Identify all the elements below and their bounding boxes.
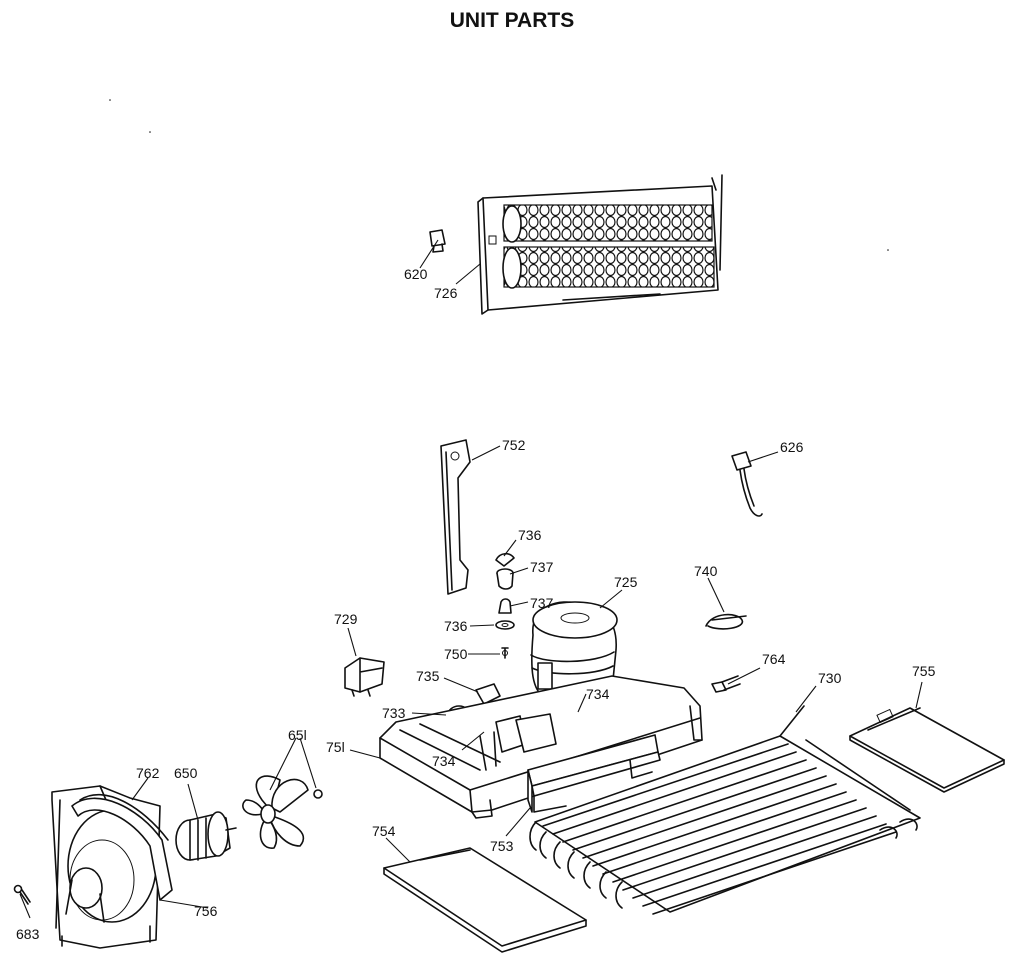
label-730: 730 (818, 670, 842, 686)
screw-683 (13, 884, 31, 905)
label-750: 750 (444, 646, 468, 662)
label-751: 75l (326, 739, 345, 755)
label-762: 762 (136, 765, 160, 781)
label-764: 764 (762, 651, 786, 667)
part-labels: 620 726 752 626 736 737 737 725 740 729 … (16, 266, 936, 942)
label-736-lower: 736 (444, 618, 468, 634)
label-726: 726 (434, 285, 458, 301)
power-cord-626 (731, 451, 763, 517)
label-626: 626 (780, 439, 804, 455)
compressor-725 (526, 601, 618, 720)
fan-blade-651 (242, 775, 323, 849)
label-733: 733 (382, 705, 406, 721)
label-734-left: 734 (432, 753, 456, 769)
screw-750 (501, 647, 509, 659)
grommet-737-lower (498, 598, 512, 614)
label-651: 65l (288, 727, 307, 743)
label-737-lower: 737 (530, 595, 554, 611)
condenser-coil-730 (529, 705, 921, 915)
fan-motor-650 (175, 811, 237, 861)
washer-736-lower (495, 620, 515, 630)
label-752: 752 (502, 437, 526, 453)
label-737-top: 737 (530, 559, 554, 575)
speck (109, 99, 111, 101)
label-725: 725 (614, 574, 638, 590)
label-755: 755 (912, 663, 936, 679)
label-736-top: 736 (518, 527, 542, 543)
label-620: 620 (404, 266, 428, 282)
bracket-752 (440, 439, 471, 595)
grommet-737-top (496, 568, 514, 590)
label-753: 753 (490, 838, 514, 854)
leader-lines (19, 239, 923, 919)
diagram-title: UNIT PARTS (450, 9, 574, 32)
label-683: 683 (16, 926, 40, 942)
label-735: 735 (416, 668, 440, 684)
label-756: 756 (194, 903, 218, 919)
clip-764 (711, 675, 741, 693)
relay-735 (475, 683, 501, 705)
overload-729 (344, 657, 385, 697)
wire-clip-740 (705, 613, 747, 630)
clip-620 (429, 229, 446, 253)
grommet-736-top (495, 552, 515, 567)
label-740: 740 (694, 563, 718, 579)
label-734-right: 734 (586, 686, 610, 702)
evaporator (477, 174, 723, 315)
gasket-762 (71, 794, 173, 901)
label-754: 754 (372, 823, 396, 839)
speck (887, 249, 889, 251)
label-650: 650 (174, 765, 198, 781)
panel-755 (849, 707, 1005, 793)
base-pan-751 (379, 675, 703, 819)
panel-754 (383, 847, 587, 953)
speck (149, 131, 151, 133)
label-729: 729 (334, 611, 358, 627)
